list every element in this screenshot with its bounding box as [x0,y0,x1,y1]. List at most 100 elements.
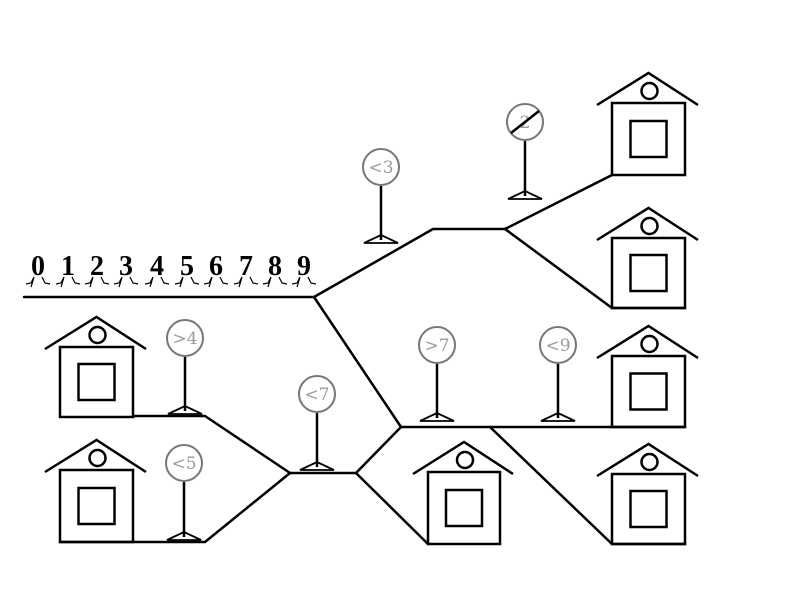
signpost: >7 [418,326,456,422]
digit-legs [55,276,81,288]
sign-label: <5 [171,454,196,474]
house [44,315,147,419]
house-window [629,489,668,529]
signpost: 2 [506,103,544,200]
house-wall [610,101,687,177]
digit-5: 5 [174,251,200,288]
digit-label: 3 [119,251,133,282]
digit-label: 9 [297,251,311,282]
house-round-window [640,334,659,354]
sign-circle [418,326,456,364]
digit-legs [84,276,110,288]
houses [44,71,699,546]
sign-label: <7 [304,385,329,405]
house-window [629,372,668,411]
road-to-bottom-middle-house [354,425,430,546]
house-window [629,253,668,293]
house [596,71,699,177]
signposts: <3 2 >4 <5 <7 >7 <9 [165,103,577,541]
sign-base [166,531,202,541]
house-round-window [455,450,475,470]
sign-base [363,234,399,244]
house-roof [596,324,699,360]
house-roof [596,206,699,242]
digit-6: 6 [203,251,229,288]
signpost: <9 [539,326,577,422]
digit-3: 3 [113,251,139,288]
road-to-top-house [503,173,614,231]
digit-7: 7 [233,251,259,288]
digit-label: 1 [61,251,75,282]
house-roof [412,440,514,476]
house [44,438,147,544]
digit-label: 6 [209,251,223,282]
house-round-window [88,448,107,468]
digit-0: 0 [25,251,51,288]
house-roof [596,71,699,107]
house-round-window [640,216,659,236]
house-window [629,119,668,159]
road-network [22,173,687,546]
sign-base [419,412,455,422]
digit-9: 9 [291,251,317,288]
signpost: <5 [165,444,203,541]
house-round-window [640,81,659,101]
house-wall [58,468,135,544]
digit-8: 8 [262,251,288,288]
house-wall [426,470,502,546]
signpost: <3 [362,148,400,244]
digit-legs [144,276,170,288]
house-window [444,488,484,528]
house-roof [596,442,699,478]
house-round-window [640,452,659,472]
digit-label: 5 [180,251,194,282]
digit-4: 4 [144,251,170,288]
digit-legs [113,276,139,288]
digit-label: 2 [90,251,104,282]
sign-base [540,412,576,422]
digit-label: 8 [268,251,282,282]
house [596,206,699,310]
sign-circle [166,319,204,357]
house-wall [610,236,687,310]
sign-base [299,461,335,471]
house [596,442,699,546]
sign-base [167,405,203,415]
sign-base [507,190,543,200]
sign-circle [362,148,400,186]
sign-label: >7 [424,336,449,356]
house-wall [610,354,687,429]
house-roof [44,438,147,474]
house-window [77,362,116,402]
house [596,324,699,429]
sign-label: <3 [368,158,393,178]
digit-legs [203,276,229,288]
house [412,440,514,546]
digit-2: 2 [84,251,110,288]
signpost: >4 [166,319,204,415]
digit-label: 0 [31,251,45,282]
signpost: <7 [298,375,336,471]
house-window [77,486,116,526]
digit-legs [25,276,51,288]
sign-label: >4 [172,329,197,349]
digit-legs [262,276,288,288]
sign-label: <9 [545,336,570,356]
road-to-left-house-top [131,414,292,475]
road-to-left-house-bottom [58,471,292,544]
house-wall [58,345,135,419]
sign-circle [539,326,577,364]
sign-circle [298,375,336,413]
house-roof [44,315,147,351]
house-wall [610,472,687,546]
road-to-second-house [503,227,687,310]
digit-legs [291,276,317,288]
digit-label: 7 [239,251,253,282]
digit-legs [174,276,200,288]
digit-label: 4 [150,251,164,282]
digit-1: 1 [55,251,81,288]
sign-strike-line [510,110,540,134]
digit-legs [233,276,259,288]
